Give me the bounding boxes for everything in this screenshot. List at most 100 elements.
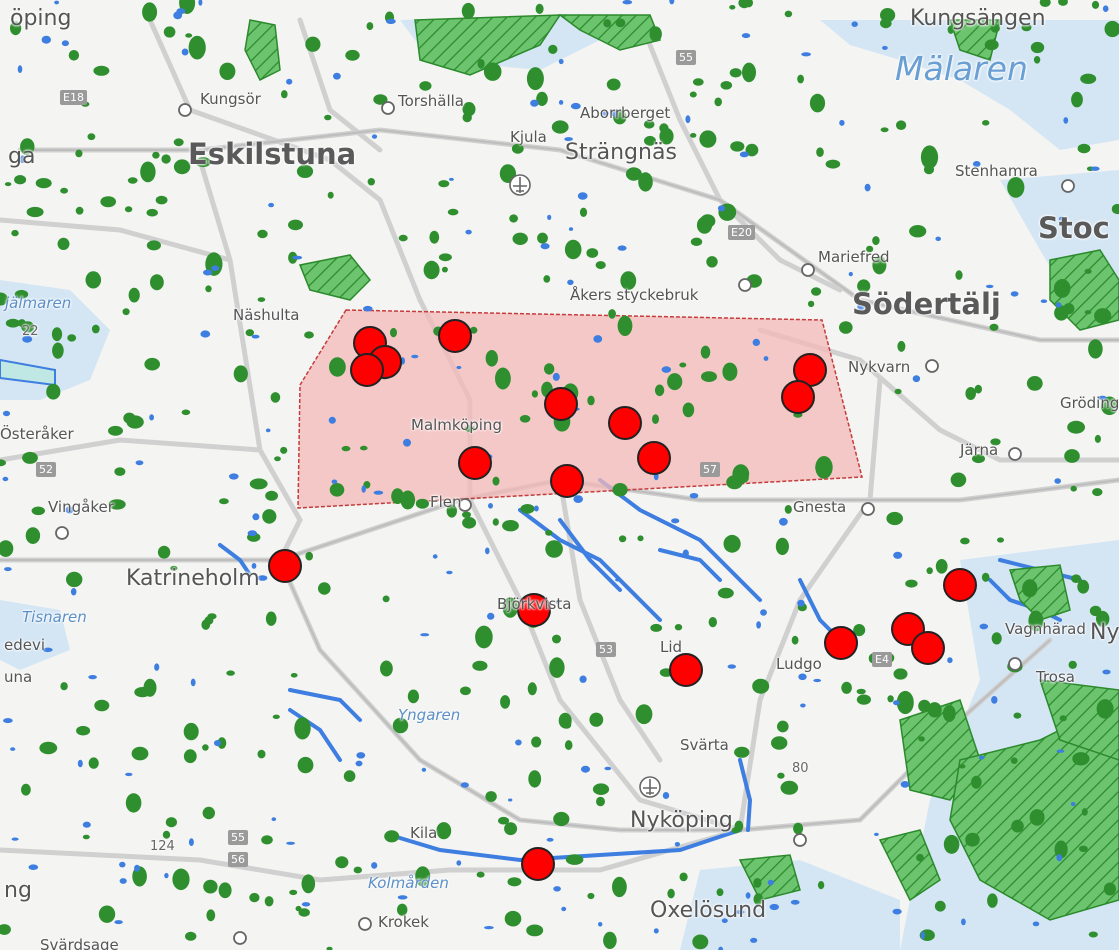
place-label-ga: ga xyxy=(8,144,36,169)
water-dot xyxy=(604,766,612,771)
water-dot xyxy=(961,918,966,926)
water-dot xyxy=(134,864,140,872)
red-marker[interactable] xyxy=(550,464,584,498)
forest-dot xyxy=(615,18,626,28)
water-dot xyxy=(567,279,574,285)
forest-dot xyxy=(1084,310,1092,315)
forest-dot xyxy=(987,893,998,908)
red-marker[interactable] xyxy=(911,631,945,665)
forest-dot xyxy=(108,425,123,436)
forest-dot xyxy=(270,392,281,403)
forest-dot xyxy=(537,232,548,244)
red-marker[interactable] xyxy=(608,406,642,440)
forest-dot xyxy=(708,617,717,628)
forest-dot xyxy=(918,736,925,742)
water-dot xyxy=(188,838,194,846)
water-dot xyxy=(333,72,341,80)
forest-dot xyxy=(380,660,393,677)
water-dot xyxy=(857,303,866,311)
place-label-oxelosund: Oxelösund xyxy=(650,898,767,923)
road-shield-e18: E18 xyxy=(60,90,87,105)
red-marker[interactable] xyxy=(350,353,384,387)
forest-dot xyxy=(68,50,80,61)
red-marker[interactable] xyxy=(781,380,815,414)
forest-dot xyxy=(226,670,235,676)
red-marker[interactable] xyxy=(517,593,551,627)
forest-dot xyxy=(531,390,539,398)
forest-dot xyxy=(1077,579,1090,594)
forest-dot xyxy=(777,772,785,779)
forest-dot xyxy=(502,520,519,532)
water-dot xyxy=(54,0,59,5)
forest-dot xyxy=(245,329,254,337)
red-marker[interactable] xyxy=(943,568,977,602)
place-label-svarta: Svärta xyxy=(680,736,729,754)
red-marker[interactable] xyxy=(669,653,703,687)
forest-dot xyxy=(548,44,558,55)
forest-dot xyxy=(415,866,431,887)
red-marker[interactable] xyxy=(637,441,671,475)
water-dot xyxy=(721,918,728,923)
forest-dot xyxy=(249,478,268,490)
forest-dot xyxy=(1033,56,1041,64)
water-dot xyxy=(912,375,921,383)
water-dot xyxy=(689,493,699,499)
forest-dot xyxy=(298,908,310,917)
forest-dot xyxy=(289,889,298,896)
forest-dot xyxy=(722,362,738,381)
forest-dot xyxy=(1068,660,1077,669)
place-label-malaren: Mälaren xyxy=(895,49,1028,88)
water-dot xyxy=(19,155,26,163)
forest-dot xyxy=(815,456,833,479)
water-dot xyxy=(893,700,900,706)
forest-dot xyxy=(504,822,518,836)
forest-dot xyxy=(477,59,485,69)
water-dot xyxy=(4,567,12,572)
forest-dot xyxy=(872,236,880,246)
water-dot xyxy=(203,269,213,276)
forest-dot xyxy=(1080,73,1097,85)
place-label-malmkoping: Malmköping xyxy=(411,416,502,434)
forest-dot xyxy=(0,292,8,306)
forest-dot xyxy=(839,321,853,334)
water-dot xyxy=(135,460,144,466)
forest-dot xyxy=(984,39,999,51)
place-label-koping: öping xyxy=(10,6,72,31)
water-dot xyxy=(22,335,33,343)
water-dot xyxy=(386,18,396,24)
water-dot xyxy=(488,503,493,509)
water-dot xyxy=(286,841,295,845)
forest-dot xyxy=(1022,579,1038,598)
forest-dot xyxy=(296,164,314,178)
water-dot xyxy=(653,928,659,934)
water-dot xyxy=(42,647,53,652)
forest-dot xyxy=(265,490,278,501)
forest-dot xyxy=(122,308,130,316)
red-marker[interactable] xyxy=(544,387,578,421)
red-marker[interactable] xyxy=(438,319,472,353)
red-marker[interactable] xyxy=(824,626,858,660)
forest-dot xyxy=(202,806,215,820)
forest-dot xyxy=(162,830,171,839)
forest-dot xyxy=(701,371,717,382)
forest-dot xyxy=(329,483,345,497)
red-marker[interactable] xyxy=(521,847,555,881)
forest-dot xyxy=(1088,339,1103,359)
road-shield-r53: 53 xyxy=(596,642,616,657)
forest-dot xyxy=(699,130,717,148)
forest-dot xyxy=(1071,574,1082,583)
place-label-kungsor: Kungsör xyxy=(200,90,261,108)
place-label-redevi: edevi xyxy=(4,636,46,654)
forest-dot xyxy=(88,757,99,769)
red-marker[interactable] xyxy=(458,446,492,480)
forest-dot xyxy=(366,22,374,31)
red-marker[interactable] xyxy=(268,549,302,583)
water-dot xyxy=(292,255,303,260)
road-shield-r56: 56 xyxy=(228,852,248,867)
forest-dot xyxy=(188,35,206,60)
forest-dot xyxy=(592,783,610,795)
forest-dot xyxy=(896,120,907,130)
place-label-mariefred: Mariefred xyxy=(818,248,890,266)
